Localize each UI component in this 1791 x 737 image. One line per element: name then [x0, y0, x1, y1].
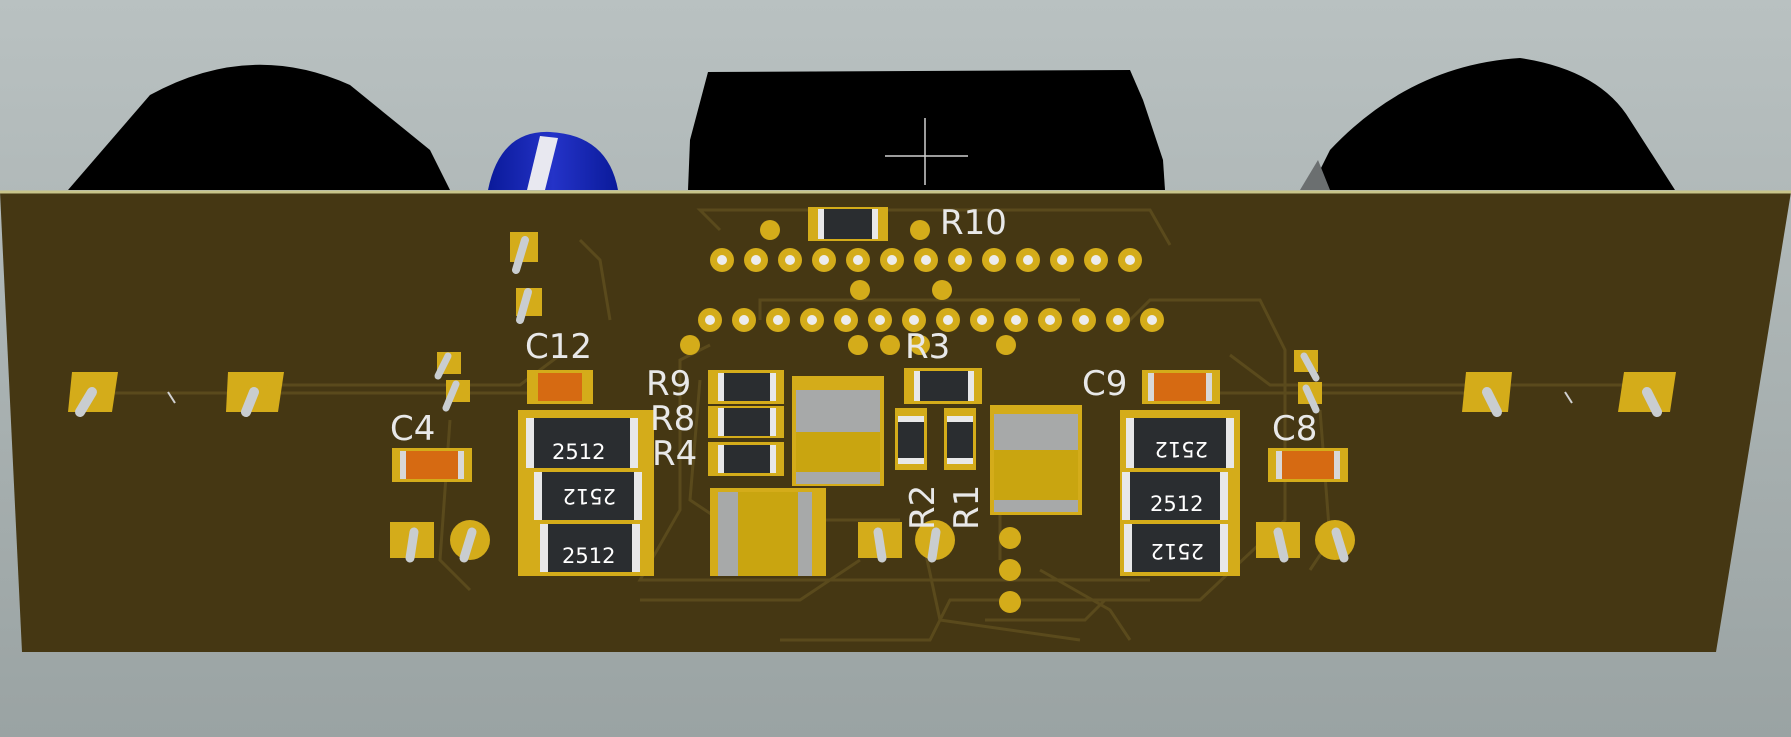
designator-r3: R3	[905, 327, 950, 367]
center-ic-body	[688, 70, 1165, 190]
designator-r8: R8	[650, 399, 695, 439]
designator-c9: C9	[1082, 364, 1127, 404]
resistor-r4	[708, 442, 784, 476]
resistor-r3	[904, 368, 982, 404]
designator-c12: C12	[525, 327, 592, 367]
designator-r2: R2	[903, 485, 943, 530]
package-label-left-bot: 2512	[562, 544, 615, 568]
left-heatsink-body	[68, 64, 450, 190]
designator-r1: R1	[947, 485, 987, 530]
right-grey-block	[1300, 160, 1330, 190]
resistor-r1	[944, 408, 976, 470]
tantalum-capacitor-bottom	[710, 488, 826, 576]
header-pins-top-row	[710, 248, 1142, 272]
electrolytic-capacitor	[488, 131, 618, 190]
crosshair	[885, 118, 968, 185]
package-label-right-bot: 2512	[1151, 539, 1204, 563]
tantalum-capacitor-top	[792, 376, 884, 486]
vias	[680, 220, 1021, 613]
resistor-2512-right-stack	[1120, 410, 1240, 576]
designator-r10: R10	[940, 203, 1007, 243]
resistor-r9	[708, 370, 784, 404]
package-label-left-top: 2512	[552, 440, 605, 464]
traces	[95, 208, 1640, 642]
resistor-2512-left-stack	[518, 410, 654, 576]
resistor-r2	[895, 408, 927, 470]
resistor-r10	[808, 207, 888, 241]
designator-c8: C8	[1272, 409, 1317, 449]
package-label-right-top: 2512	[1155, 437, 1208, 461]
designator-r4: R4	[652, 434, 697, 474]
resistor-r8	[708, 406, 784, 438]
capacitor-c4	[392, 448, 472, 482]
designator-c4: C4	[390, 409, 435, 449]
mounting-pins	[68, 232, 1676, 563]
package-label-right-mid: 2512	[1150, 492, 1203, 516]
capacitor-c12	[527, 370, 593, 404]
right-heatsink-body	[1310, 58, 1675, 190]
tantalum-capacitor-right	[990, 405, 1082, 515]
header-pins-bottom-row	[698, 308, 1164, 332]
package-label-left-mid: 2512	[563, 484, 616, 508]
designator-r9: R9	[646, 364, 691, 404]
capacitor-stripe	[527, 136, 558, 190]
capacitor-c8	[1268, 448, 1348, 482]
capacitor-c9	[1142, 370, 1220, 404]
